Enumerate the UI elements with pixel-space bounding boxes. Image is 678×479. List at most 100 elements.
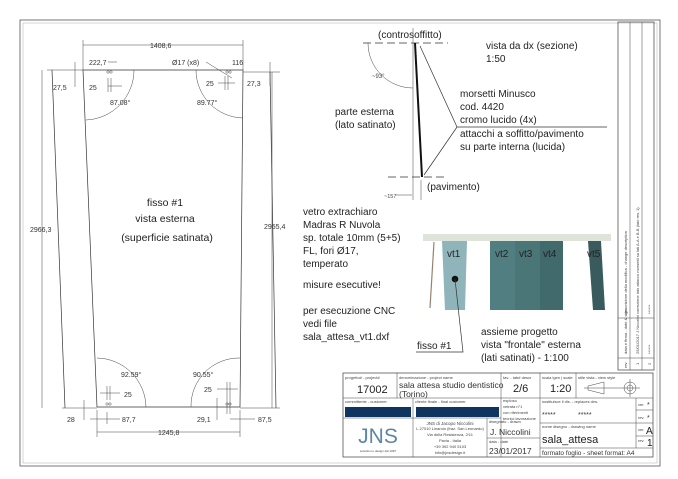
section-scale: 1:50 xyxy=(486,54,506,65)
drawing-date: 23/01/2017 xyxy=(489,446,532,456)
wall-edge xyxy=(429,241,435,309)
project-name-label: denominazione - project name xyxy=(399,375,454,380)
dim-hole-label: Ø17 (x8) xyxy=(172,60,199,67)
company-email: info@jnsdesign.it xyxy=(435,450,466,455)
replaces-1: ***** xyxy=(542,412,556,419)
panel-label-vt5: vt5 xyxy=(587,249,601,260)
left-height-reference xyxy=(51,69,66,409)
dim-hole-spacing-tr: 25 xyxy=(206,81,214,88)
section-view: (controsoffitto) ~93° vista da dx (sezio… xyxy=(335,28,607,200)
sheet-inner-border xyxy=(22,22,658,464)
rev-header-date: data e firma - date & sign xyxy=(623,309,628,354)
project-city: (Torino) xyxy=(399,389,428,399)
customer-label: committente - customer xyxy=(345,399,387,404)
ver-value-1: * xyxy=(647,402,650,409)
warning-note: misure esecutive! xyxy=(303,280,381,291)
notes: vetro extrachiaro Madras R Nuvola sp. to… xyxy=(303,207,401,343)
sheet-desc-2: vetrata n°1 xyxy=(503,404,523,409)
rev-value-1: * xyxy=(647,415,650,422)
panel-vt5 xyxy=(588,241,605,310)
ver-label-1: ver. xyxy=(638,402,644,407)
cnc-note-3: sala_attesa_vt1.dxf xyxy=(303,332,389,343)
glass-note-5: temperato xyxy=(303,259,348,270)
logo-tagline: soluzioni e design dal 1997 xyxy=(360,449,397,453)
section-offset: ~157 xyxy=(384,194,396,200)
ceiling-band xyxy=(423,234,611,241)
rev-header-rev: rev xyxy=(623,362,628,368)
projection-symbol-icon xyxy=(584,379,640,397)
glass-panel-outline xyxy=(82,69,244,408)
front-view-title: fisso #1 xyxy=(147,197,183,209)
dim-hole-spacing-tl: 25 xyxy=(89,85,97,92)
ver-label-2: ver. xyxy=(638,427,644,432)
sheet-format: formato foglio - sheet format: A4 xyxy=(542,450,635,457)
cnc-note-2: vedi file xyxy=(303,319,337,330)
sheet-desc-4: tecnici lavorazione xyxy=(503,416,537,421)
final-customer-redacted xyxy=(416,407,499,417)
sheet-label: tav. - tab# descr xyxy=(503,375,532,380)
panel-label-vt4: vt4 xyxy=(543,249,557,260)
dim-bottom-left-vert: 28 xyxy=(67,417,75,424)
ceiling-label: (controsoffitto) xyxy=(378,30,442,41)
scale-label: scala lgen | scale xyxy=(542,375,573,380)
section-title: vista da dx (sezione) xyxy=(486,41,578,52)
replaces-label: sostituisce il dis. - replaces drw. xyxy=(542,399,598,404)
clamp-line-1: morsetti Minusco xyxy=(460,89,536,100)
rev-header-desc: descrizione della modifica - change desc… xyxy=(623,231,628,314)
dim-right-height: 2955,4 xyxy=(264,224,286,231)
angle-top-left: 87.08° xyxy=(110,99,131,107)
sheet-desc-1: esploso xyxy=(503,398,518,403)
glass-note-4: FL, fori Ø17, xyxy=(303,246,359,257)
project-no: 17002 xyxy=(357,384,388,396)
clamp-line-5: su parte interna (lucida) xyxy=(460,142,565,153)
dim-hole-spacing-bl: 25 xyxy=(124,392,132,399)
project-no-label: progetto# - project# xyxy=(345,375,380,380)
panel-label-vt1: vt1 xyxy=(447,249,461,260)
outer-side-note: (lato satinato) xyxy=(335,120,396,131)
customer-redacted xyxy=(345,407,411,417)
cnc-note-1: per esecuzione CNC xyxy=(303,306,395,317)
logo-text: JNS xyxy=(358,425,398,448)
right-height-reference xyxy=(269,71,277,409)
front-view: 1408,6 222,7 Ø17 (x8) 116 27,5 27,3 25 2… xyxy=(30,40,286,437)
dim-top-right-vert: 27,3 xyxy=(247,81,261,88)
panel-label-vt2: vt2 xyxy=(495,249,509,260)
title-block: progetto# - project# 17002 denominazione… xyxy=(342,372,654,458)
assembly-caption-2: vista "frontale" esterna xyxy=(481,340,581,351)
dim-top-left-vert: 27,5 xyxy=(53,85,67,92)
glass-note-1: vetro extrachiaro xyxy=(303,207,378,218)
company-address-3: Pavia - Italia xyxy=(439,438,462,443)
dim-hole-spacing-br: 25 xyxy=(204,387,212,394)
rev-row-1-num: 1 xyxy=(635,362,640,365)
clamp-line-4: attacchi a soffitto/pavimento xyxy=(460,129,584,140)
dim-bottom-right-offset: 87,5 xyxy=(258,417,272,424)
dim-top-right-offset: 116 xyxy=(232,60,243,67)
front-view-subtitle: vista esterna xyxy=(135,213,195,225)
panel-vt2 xyxy=(490,241,515,310)
dim-top-left-offset: 222,7 xyxy=(89,60,107,67)
view-style-label: stile vista - view style xyxy=(578,375,616,380)
callout-leader xyxy=(416,278,464,353)
glass-note-2: Madras R Nuvola xyxy=(303,220,381,231)
floor-label: (pavimento) xyxy=(427,182,480,193)
panel-vt4 xyxy=(540,241,563,310)
company-address-1: L.27010 Linarolo (fraz. San Leonardo) xyxy=(416,426,484,431)
front-view-note: (superficie satinata) xyxy=(121,232,213,244)
date-label: data - date xyxy=(489,439,509,444)
final-customer-label: cliente finale - final customer xyxy=(415,399,466,404)
rev-value-2: 1 xyxy=(647,438,653,449)
dim-bottom-left-offset: 87,7 xyxy=(122,417,136,424)
rev-label-2: rev. xyxy=(638,438,644,443)
section-angle: ~93° xyxy=(372,74,385,80)
company-address-2: Via della Resistenza, 2/11 xyxy=(427,432,474,437)
company-logo: JNS soluzioni e design dal 1997 xyxy=(358,425,398,453)
company-name: JNS di Jacopo Niccolini xyxy=(426,421,473,426)
panel-vt1 xyxy=(442,241,467,310)
glass-note-3: sp. totale 10mm (5+5) xyxy=(303,233,401,244)
outer-side-label: parte esterna xyxy=(335,107,394,118)
rev-row-2-date: ****** xyxy=(647,344,652,354)
clamp-line-3: cromo lucido (4x) xyxy=(460,115,537,126)
rev-row-1-desc: correzione lato attacco morsetti su lati… xyxy=(635,207,640,314)
rev-row-1-date: 25/01/2017 J Niccolini xyxy=(635,315,640,354)
